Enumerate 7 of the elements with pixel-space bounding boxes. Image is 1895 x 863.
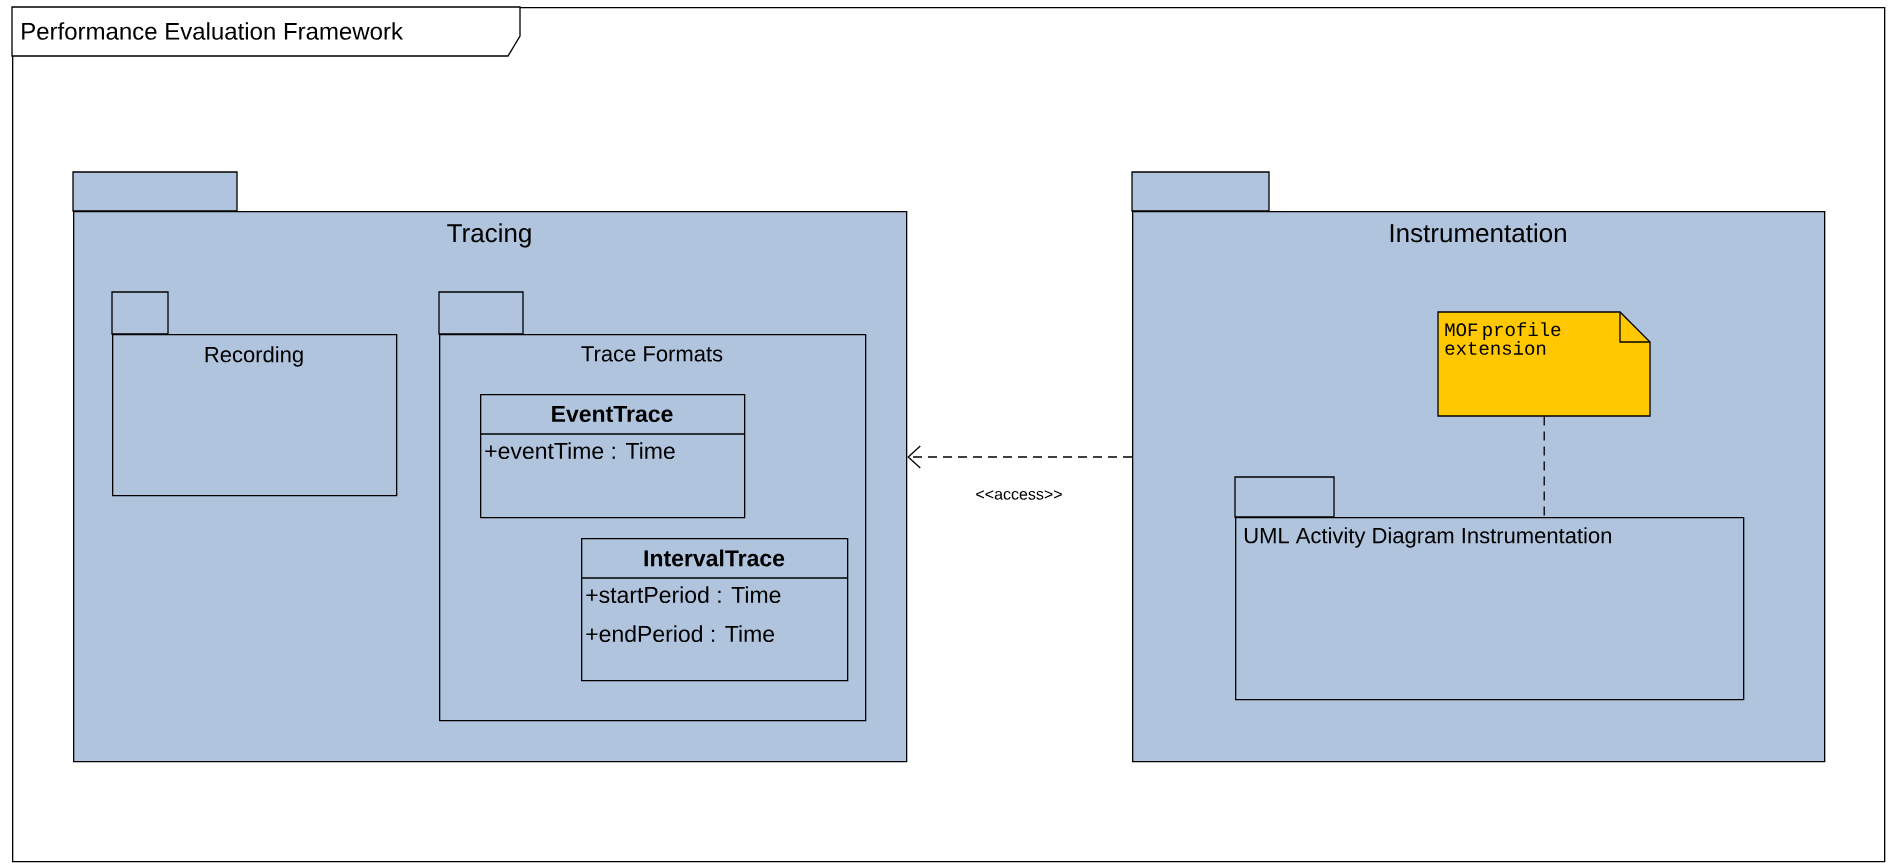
package: UML Activity Diagram Instrumentation [1234, 476, 1745, 701]
note: MOF profile extension [1437, 311, 1651, 417]
edge-label: <<access>> [974, 489, 1064, 501]
dependency-arrow [907, 445, 1133, 469]
package: Recording [111, 291, 398, 497]
class-box: IntervalTrace +startPeriod : Time +endPeriod : Time [580, 538, 849, 682]
class-box: EventTrace +eventTime : Time [479, 394, 746, 519]
